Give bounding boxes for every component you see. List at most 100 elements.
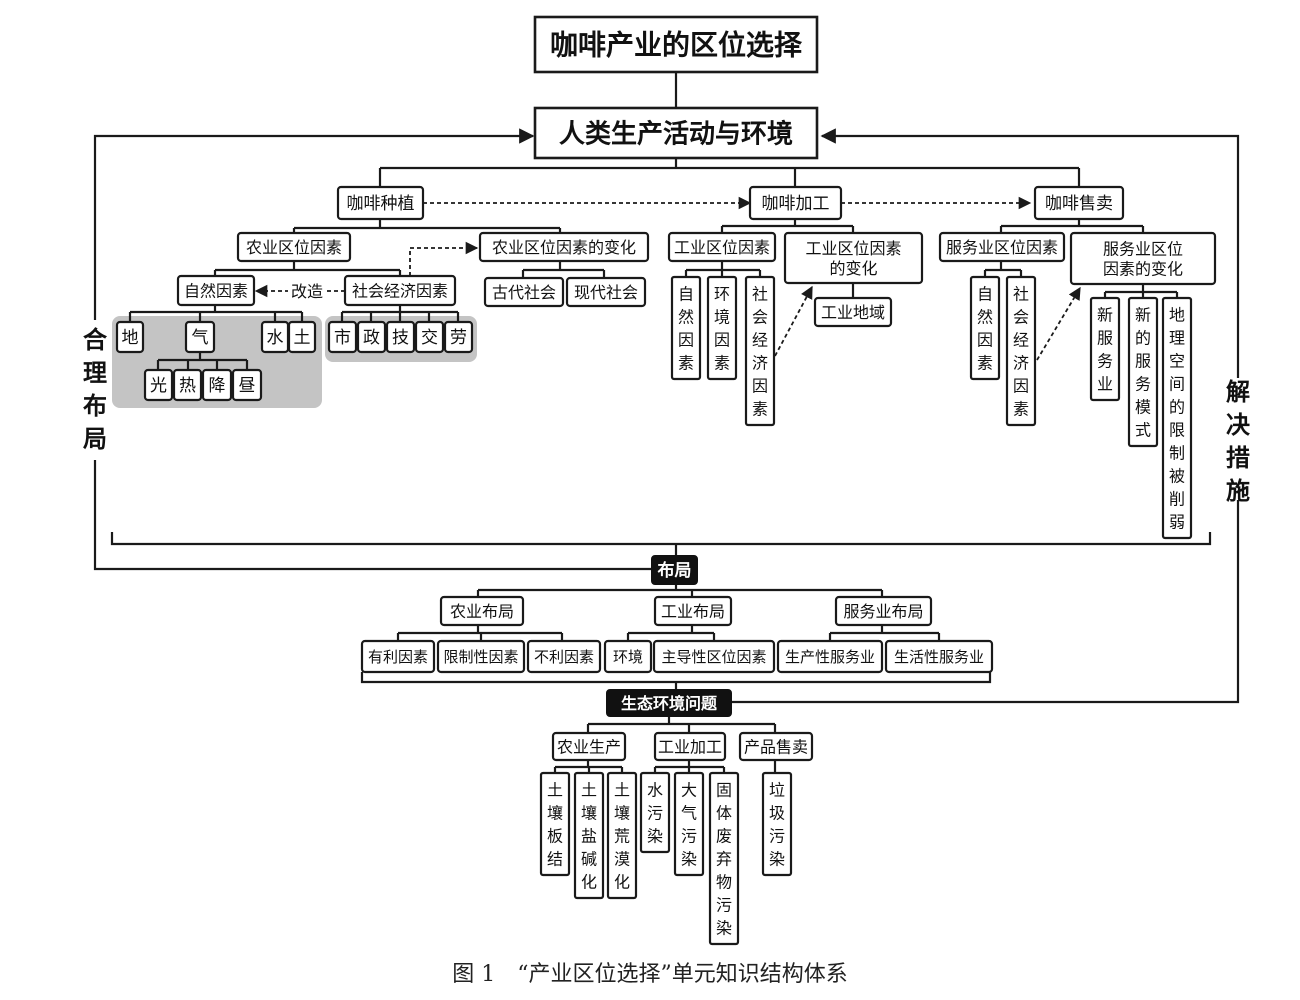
labor-box: 劳 [443,320,474,354]
loop-right-lower [731,500,1240,704]
agri-factors-box: 农业区位因素 [236,231,352,263]
layout-unfavorable-box-label: 不利因素 [534,648,594,666]
climate-box: 气 [184,320,216,354]
ancient-box-label: 古代社会 [492,283,556,302]
layout-consumer-box-label: 生活性服务业 [894,648,984,666]
water-box: 水 [260,320,290,354]
svc-socio-box-label: 社会经济因素 [1013,284,1029,418]
eco-garbage-box: 垃圾污染 [761,771,793,877]
eco-air-box-label: 大气污染 [681,780,697,868]
daynight-box: 昼 [231,368,263,402]
layout-favorable-box-label: 有利因素 [368,648,428,666]
arrow-ind-socio-change [774,285,813,357]
soil-box: 土 [287,320,317,354]
socio-box-label: 社会经济因素 [352,281,448,300]
eco-garbage-box-label: 垃圾污染 [769,780,785,868]
eco-air-box: 大气污染 [673,771,705,877]
svc-new-mode-box-label: 新的服务模式 [1135,305,1151,439]
eco-header: 生态环境问题 [606,689,732,717]
svc-factors-box: 服务业区位因素 [938,231,1066,263]
ind-environment-box: 环境因素 [706,275,738,381]
arrow-socio-agri-change [409,241,479,276]
eco-agri-box: 农业生产 [551,731,627,762]
climate-box-label: 气 [192,328,209,348]
agri-change-box-label: 农业区位因素的变化 [492,238,636,257]
side-left-label: 合理布局 [83,326,108,453]
ind-socio-box-label: 社会经济因素 [752,284,768,418]
rain-box: 降 [201,368,233,402]
planting-box-label: 咖啡种植 [347,194,415,214]
eco-compaction-box: 土壤板结 [539,771,571,877]
eco-water-box-label: 水污染 [647,780,663,845]
loop-left-lower [93,460,652,571]
selling-box-label: 咖啡售卖 [1045,194,1113,214]
svc-new-service-box: 新服务业 [1089,296,1121,402]
ind-region-box-label: 工业地域 [821,303,885,322]
eco-selling-box-label: 产品售卖 [744,737,808,756]
heat-box-label: 热 [179,376,196,396]
theme-box-label: 人类生产活动与环境 [559,118,793,149]
svc-change-box-line: 服务业区位 [1103,239,1183,258]
eco-agri-box-label: 农业生产 [557,737,621,756]
svc-natural-box: 自然因素 [969,275,1001,381]
svc-change-box-line: 因素的变化 [1103,259,1183,278]
title-box: 咖啡产业的区位选择 [533,15,819,74]
transform-label-bg [288,281,326,301]
agri-factors-box-label: 农业区位因素 [246,238,342,257]
ind-change-box-line: 的变化 [829,259,877,278]
labor-box-label: 劳 [450,328,467,348]
ind-factors-box: 工业区位因素 [667,231,777,263]
bracket-top [110,532,1212,546]
eco-salinization-box-label: 土壤盐碱化 [581,780,597,891]
side-right-label: 解决措施 [1226,378,1251,505]
market-box: 市 [327,320,358,354]
transform-label: 改造 [291,282,323,301]
ind-region-box: 工业地域 [813,296,893,328]
ind-change-box-line: 工业区位因素 [805,239,901,258]
eco-selling-box: 产品售卖 [738,731,814,762]
layout-producer-box-label: 生产性服务业 [785,648,875,666]
layout-limiting-box-label: 限制性因素 [443,648,518,666]
svc-factors-box-label: 服务业区位因素 [946,238,1058,257]
ind-socio-box: 社会经济因素 [744,275,776,427]
eco-solid-box-label: 固体废弃物污染 [716,780,732,937]
layout-industry-box-label: 工业布局 [661,602,725,621]
svc-space-box-label: 地理空间的限制被削弱 [1169,305,1185,531]
loop-right-upper [820,128,1240,378]
daynight-box-label: 昼 [239,376,256,396]
transport-box: 交 [414,320,445,354]
natural-box-label: 自然因素 [184,281,248,300]
agri-change-box: 农业区位因素的变化 [478,231,650,263]
bracket-bottom [360,672,992,684]
layout-limiting-box: 限制性因素 [436,639,526,674]
policy-box: 政 [356,320,387,354]
figure-caption: 图 1 “产业区位选择”单元知识结构体系 [452,962,848,987]
svc-socio-box: 社会经济因素 [1005,275,1037,427]
layout-agri-box-label: 农业布局 [450,602,514,621]
tech-box-label: 技 [392,328,409,348]
layout-service-box-label: 服务业布局 [843,602,923,621]
layout-header: 布局 [651,555,698,585]
title-box-label: 咖啡产业的区位选择 [550,29,803,62]
terrain-box-label: 地 [122,328,139,348]
natural-box: 自然因素 [176,274,256,307]
ind-natural-box-label: 自然因素 [678,284,694,372]
layout-industry-box: 工业布局 [653,595,733,627]
soil-box-label: 土 [294,328,311,348]
svc-new-service-box-label: 新服务业 [1097,305,1113,393]
eco-solid-box: 固体废弃物污染 [708,771,740,946]
eco-industry-box-label: 工业加工 [658,737,722,756]
layout-dominant-box: 主导性区位因素 [652,639,776,674]
layout-favorable-box: 有利因素 [360,639,436,674]
eco-desertification-box: 土壤荒漠化 [606,771,638,900]
eco-industry-box: 工业加工 [653,731,727,762]
selling-box: 咖啡售卖 [1033,185,1125,221]
theme-box: 人类生产活动与环境 [533,106,819,160]
loop-left-upper [93,128,535,320]
socio-box: 社会经济因素 [343,274,457,307]
rain-box-label: 降 [209,376,226,396]
layout-header-label: 布局 [658,560,692,581]
